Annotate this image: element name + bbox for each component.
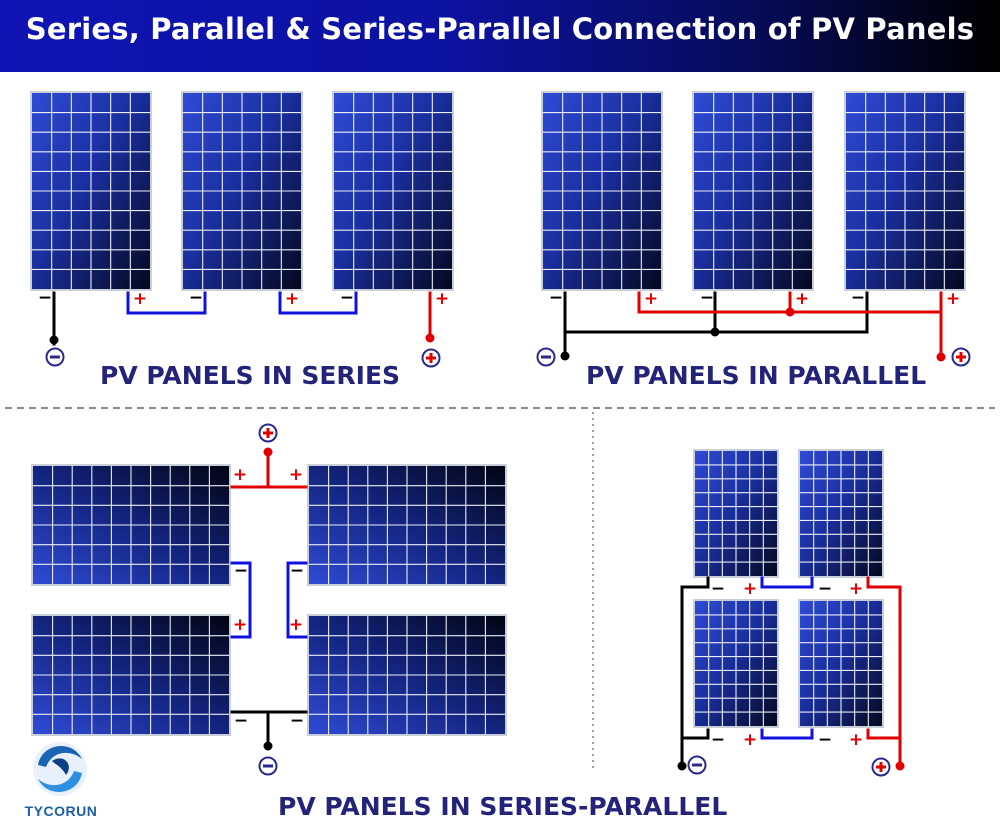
minus-sign: − [290,711,304,731]
pv-panel-parallel-2 [692,91,814,291]
plus-sign: + [289,465,303,485]
plus-sign: + [795,289,809,309]
minus-sign: − [700,288,714,308]
pv-panel-sp-bottom-left [31,614,231,736]
caption-series-parallel: PV PANELS IN SERIES-PARALLEL [278,792,728,821]
sp-series-link-left [230,561,252,639]
terminal-dot [425,333,435,343]
terminal-dot [560,351,570,361]
pv-panel-sp2-top-right [798,449,884,578]
plus-sign: + [644,289,658,309]
caption-series: PV PANELS IN SERIES [100,361,401,390]
pv-panel-parallel-3 [844,91,966,291]
negative-terminal-badge [258,756,278,776]
sp2-series-link-bottom [760,728,814,740]
series-link-1-2 [126,291,207,315]
parallel-negative-bus [563,291,869,358]
plus-sign: + [285,289,299,309]
minus-sign: − [818,579,832,599]
positive-terminal-badge [951,347,971,367]
pv-panel-series-3 [332,91,454,291]
sp-series-link-right [286,561,308,639]
terminal-dot [263,741,273,751]
pv-panel-sp2-bottom-left [693,599,779,728]
minus-sign: − [38,288,52,308]
negative-terminal-badge [687,755,707,775]
minus-sign: − [290,561,304,581]
pv-panel-sp-top-right [307,464,507,586]
sp2-series-link-top [760,576,814,589]
pv-panel-sp2-bottom-right [798,599,884,728]
series-link-2-3 [278,291,358,315]
negative-terminal-badge [536,347,556,367]
plus-sign: + [435,289,449,309]
parallel-positive-bus [637,291,943,358]
pv-panel-parallel-1 [541,91,663,291]
plus-sign: + [946,289,960,309]
sp2-negative-bus [680,576,710,768]
sp2-positive-bus [866,576,902,768]
plus-sign: + [849,730,863,750]
sp-negative-bus [230,710,308,748]
plus-sign: + [289,615,303,635]
page-title: Series, Parallel & Series-Parallel Conne… [25,12,975,46]
terminal-dot [785,307,795,317]
minus-sign: − [549,288,563,308]
minus-sign: − [234,561,248,581]
terminal-dot [263,447,273,457]
minus-sign: − [234,711,248,731]
positive-terminal-badge [258,423,278,443]
positive-terminal-badge [871,757,891,777]
plus-sign: + [743,579,757,599]
pv-panel-sp-bottom-right [307,614,507,736]
minus-sign: − [818,730,832,750]
terminal-dot [710,327,720,337]
terminal-dot [49,335,59,345]
plus-sign: + [233,615,247,635]
negative-terminal-badge [45,347,65,367]
pv-panel-sp2-top-left [693,449,779,578]
brand-name: TYCORUN [24,803,98,819]
terminal-dot [677,761,687,771]
plus-sign: + [743,730,757,750]
pv-panel-sp-top-left [31,464,231,586]
pv-panel-series-2 [181,91,303,291]
sp-positive-bus [230,449,308,489]
minus-sign: − [189,288,203,308]
minus-sign: − [851,288,865,308]
minus-sign: − [711,730,725,750]
plus-sign: + [233,465,247,485]
minus-sign: − [711,579,725,599]
caption-parallel: PV PANELS IN PARALLEL [586,361,927,390]
tycorun-logo [33,742,87,796]
plus-sign: + [849,579,863,599]
pv-panel-series-1 [30,91,152,291]
terminal-dot [936,352,946,362]
minus-sign: − [340,288,354,308]
plus-sign: + [133,289,147,309]
terminal-dot [895,761,905,771]
title-banner: Series, Parallel & Series-Parallel Conne… [0,0,1000,72]
positive-terminal-badge [421,348,441,368]
